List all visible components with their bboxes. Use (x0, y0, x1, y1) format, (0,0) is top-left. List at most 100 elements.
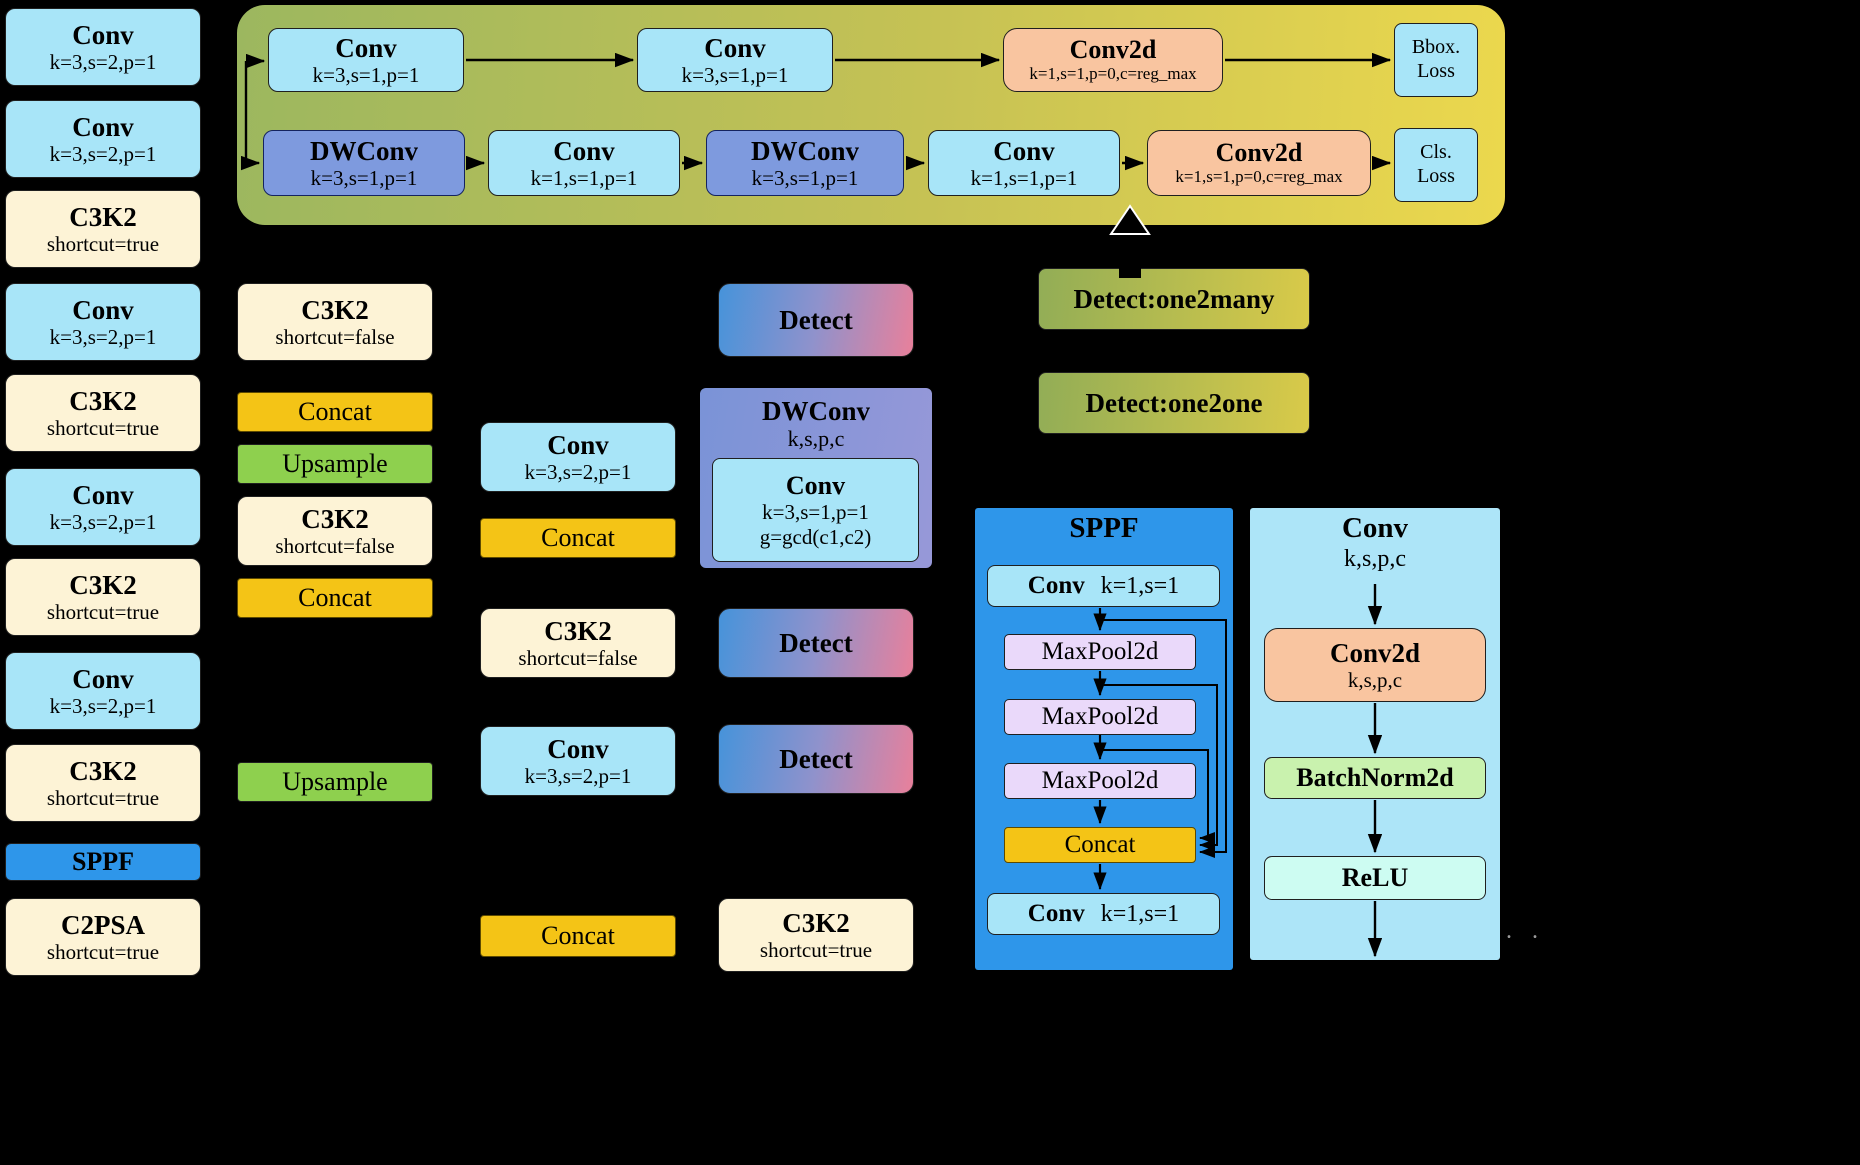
node-title: SPPF (71, 847, 135, 877)
loss-line2: Loss (1417, 60, 1455, 82)
node-title: C2PSA (60, 909, 145, 940)
node-title: C3K2 (69, 569, 137, 600)
node-title: Detect:one2one (1085, 387, 1263, 418)
detect-one2many: Detect:one2many (1038, 268, 1310, 330)
backbone-sppf: SPPF (5, 843, 201, 881)
node-title: C3K2 (301, 294, 369, 325)
conv-panel-batchnorm: BatchNorm2d (1264, 757, 1486, 799)
sppf-maxpool-3: MaxPool2d (1004, 763, 1196, 799)
node-label: Concat (541, 523, 615, 552)
node-title: Conv2d (1329, 637, 1421, 668)
node-params: shortcut=false (275, 533, 395, 558)
neck-concat-b: Concat (237, 578, 433, 618)
node-params: k=3,s=2,p=1 (49, 324, 157, 349)
sppf-panel-title: SPPF (1069, 512, 1139, 544)
node-label: MaxPool2d (1041, 767, 1159, 794)
node-label: Concat (1064, 831, 1136, 858)
node-params: k=3,s=2,p=1 (49, 141, 157, 166)
neck-concat-c: Concat (480, 518, 676, 558)
node-params: k=3,s=1,p=1 (681, 62, 789, 87)
node-label: MaxPool2d (1041, 638, 1159, 665)
node-title: C3K2 (544, 615, 612, 646)
node-params: shortcut=false (518, 645, 638, 670)
node-title: Conv2d (1215, 138, 1303, 168)
node-params: k=3,s=2,p=1 (49, 693, 157, 718)
node-params: k=3,s=2,p=1 (524, 763, 632, 788)
node-title: Conv (785, 470, 846, 500)
sppf-conv-top: Conv k=1,s=1 (987, 565, 1220, 607)
node-params: shortcut=true (46, 415, 160, 440)
sppf-maxpool-1: MaxPool2d (1004, 634, 1196, 670)
node-label: Upsample (282, 767, 388, 796)
node-title: C3K2 (69, 755, 137, 786)
node-params: k=3,s=2,p=1 (49, 509, 157, 534)
node-label: BatchNorm2d (1296, 763, 1454, 792)
node-title: C3K2 (301, 503, 369, 534)
node-params: k=1,s=1,p=1 (970, 165, 1078, 190)
node-title: C3K2 (69, 385, 137, 416)
neck-upsample-a: Upsample (237, 444, 433, 484)
node-title: C3K2 (69, 201, 137, 232)
node-params: shortcut=true (46, 231, 160, 256)
node-title: Conv (547, 733, 609, 764)
node-params: k=1,s=1 (1100, 572, 1180, 599)
detect-node-3: Detect (718, 724, 914, 794)
detect-node-2: Detect (718, 608, 914, 678)
node-params: shortcut=true (46, 939, 160, 964)
conv-panel-relu: ReLU (1264, 856, 1486, 900)
node-title: Detect (779, 627, 853, 658)
dwconv-title: DWConv (761, 396, 870, 426)
node-params: k,s,p,c (1347, 667, 1403, 692)
sppf-maxpool-2: MaxPool2d (1004, 699, 1196, 735)
node-title: Conv (335, 32, 397, 63)
neck-concat-a: Concat (237, 392, 433, 432)
node-title: Detect (779, 743, 853, 774)
node-title: Detect (779, 304, 853, 335)
node-label: MaxPool2d (1041, 703, 1159, 730)
node-title: Conv (1027, 900, 1085, 927)
node-params: shortcut=false (275, 324, 395, 349)
sppf-conv-bottom: Conv k=1,s=1 (987, 893, 1220, 935)
node-title: Conv (993, 135, 1055, 166)
detect-one2one: Detect:one2one (1038, 372, 1310, 434)
conv-panel-title: Conv (1341, 512, 1409, 544)
node-title: Conv2d (1069, 35, 1157, 65)
loss-line2: Loss (1417, 165, 1455, 187)
node-title: Conv (1027, 572, 1085, 599)
node-params: shortcut=true (46, 785, 160, 810)
node-title: Conv (72, 294, 134, 325)
node-label: Concat (298, 583, 372, 612)
node-label: Concat (298, 397, 372, 426)
node-title: Conv (547, 429, 609, 460)
node-label: ReLU (1341, 863, 1409, 892)
node-title: DWConv (750, 135, 859, 166)
continuation-dots: . . (1506, 918, 1545, 944)
cls-loss: Cls.Loss (1394, 128, 1478, 202)
node-params: k=1,s=1,p=1 (530, 165, 638, 190)
node-title: Conv (72, 663, 134, 694)
node-title: C3K2 (782, 907, 850, 938)
neck-upsample-b: Upsample (237, 762, 433, 802)
bbox-loss: Bbox.Loss (1394, 23, 1478, 97)
node-label: Concat (541, 921, 615, 950)
